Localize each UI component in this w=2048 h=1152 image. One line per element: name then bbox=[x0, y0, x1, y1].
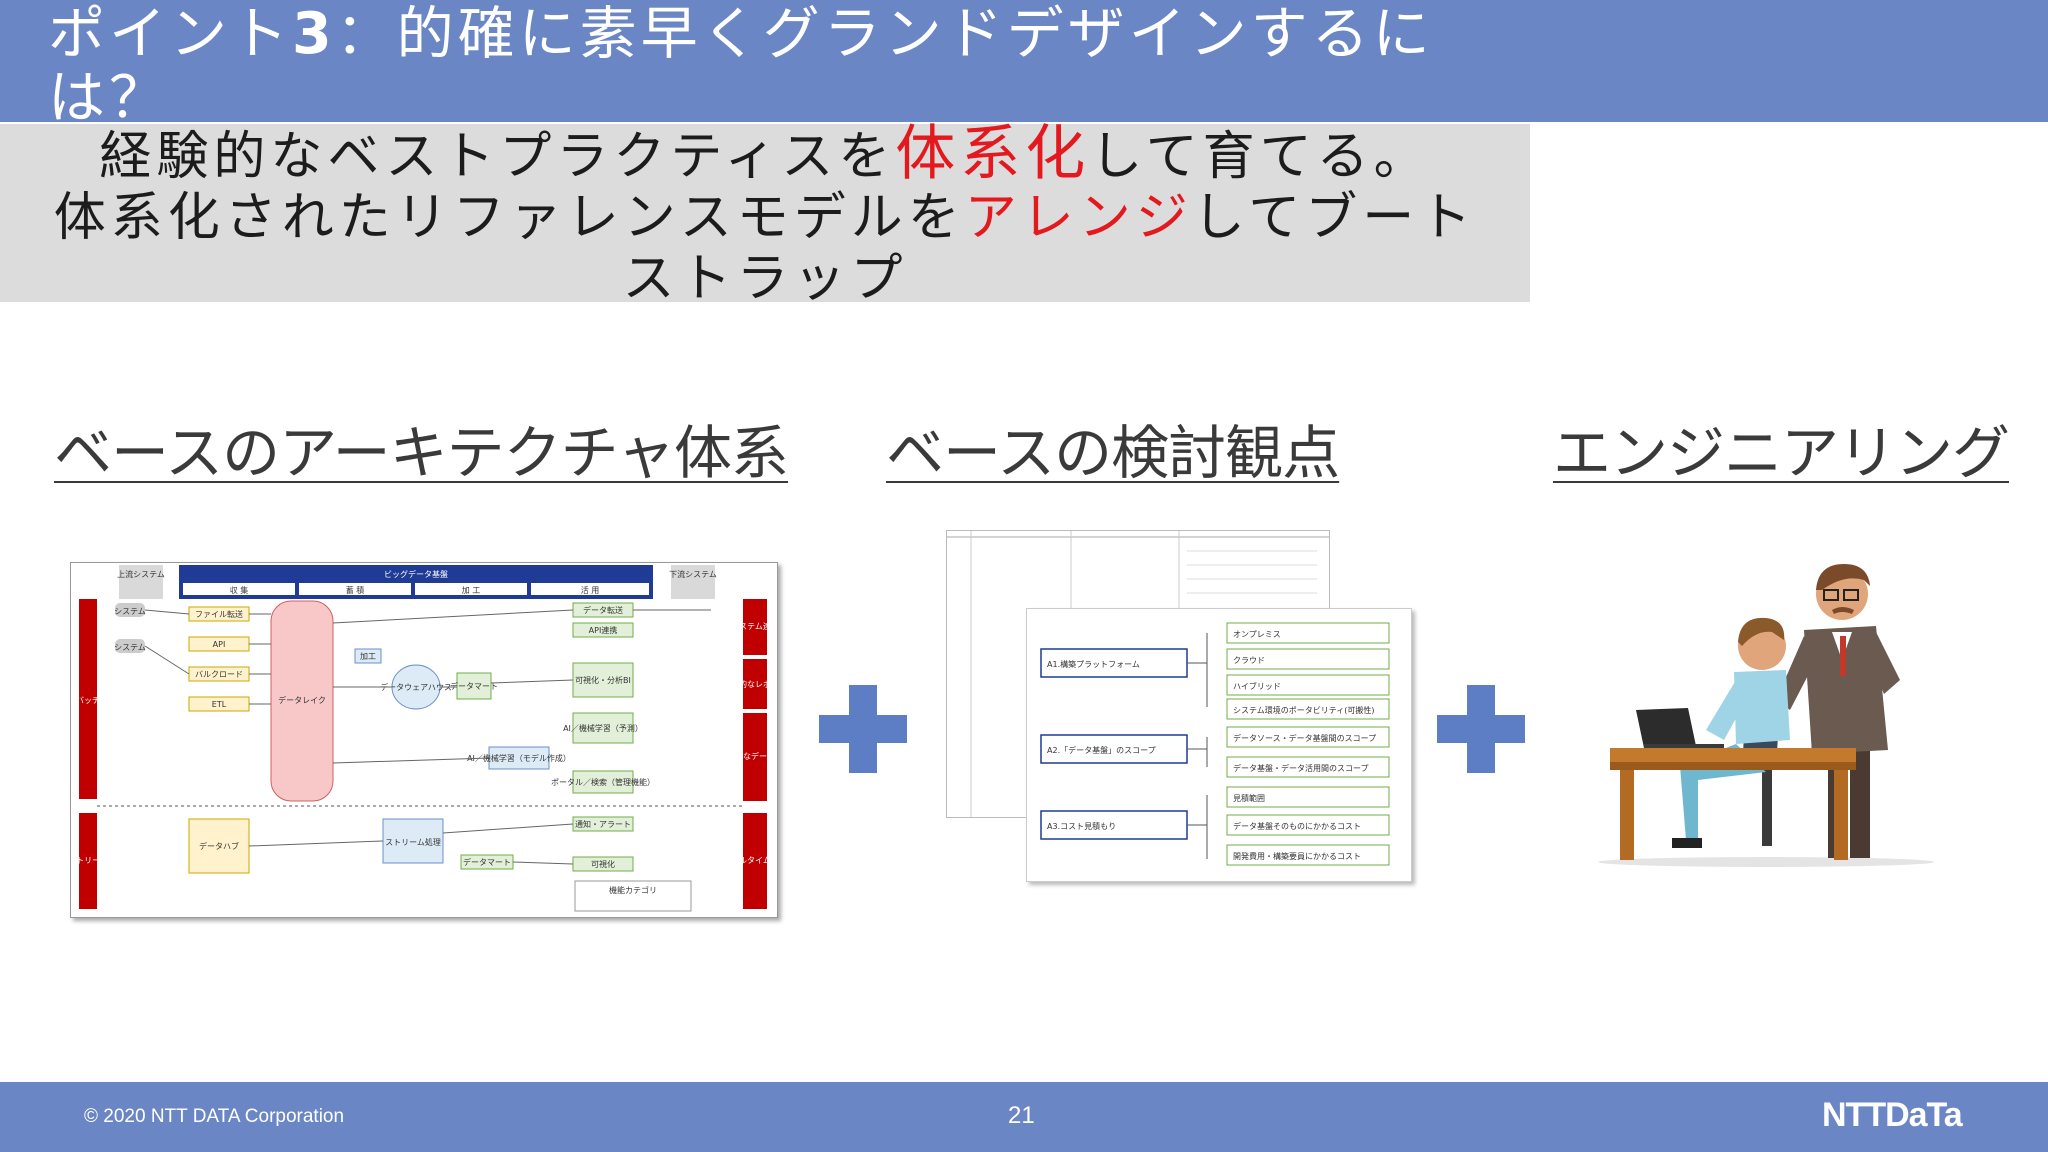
viewpoints-diagram-svg: A1.構築プラットフォーム A2.「データ基盤」のスコープ A3.コスト見積もり… bbox=[1040, 622, 1390, 866]
leaf-3: システム環境のポータビリティ(可搬性) bbox=[1233, 705, 1375, 715]
legend-title: 機能カテゴリ bbox=[609, 885, 657, 895]
output-1: API連携 bbox=[589, 625, 618, 635]
engineers-illustration bbox=[1598, 564, 1934, 867]
leaf-8: 開発費用・構築要員にかかるコスト bbox=[1233, 851, 1361, 861]
label-upstream: 上流システム bbox=[117, 569, 165, 579]
plus-icon-2 bbox=[1437, 685, 1525, 773]
viewpoints-diagram: A1.構築プラットフォーム A2.「データ基盤」のスコープ A3.コスト見積もり… bbox=[1026, 608, 1412, 882]
heading-architecture: ベースのアーキテクチャ体系 bbox=[54, 419, 789, 487]
visualize: 可視化 bbox=[591, 859, 615, 869]
process-box: 加工 bbox=[360, 651, 376, 661]
phase-process: 加 工 bbox=[462, 585, 481, 595]
copyright-text: © 2020 NTT DATA Corporation bbox=[84, 1106, 345, 1127]
right-label-2: 対話的なデータ探索 bbox=[719, 751, 777, 761]
slide-title: ポイント3：的確に素早くグランドデザインするには？ bbox=[48, 1, 1434, 131]
node-1: A2.「データ基盤」のスコープ bbox=[1047, 745, 1156, 755]
key-message-line-2: 体系化されたリファレンスモデルをアレンジしてブートストラップ bbox=[53, 188, 1477, 309]
label-stream: ストリーム bbox=[71, 856, 108, 865]
key-message-line-1: 経験的なベストプラクティスを体系化して育てる。 bbox=[99, 119, 1431, 189]
output-0: データ転送 bbox=[583, 605, 623, 615]
key-message-box: 経験的なベストプラクティスを体系化して育てる。 体系化されたリファレンスモデルを… bbox=[0, 119, 1530, 309]
architecture-diagram: 上流システム ビッグデータ基盤 収 集 蓄 積 加 工 活 用 下流システム バ… bbox=[68, 562, 791, 918]
system-1: システム bbox=[114, 643, 146, 652]
title-bar: ポイント3：的確に素早くグランドデザインするには？ bbox=[0, 0, 2048, 130]
datahub: データハブ bbox=[199, 841, 239, 851]
datalake: データレイク bbox=[278, 695, 326, 705]
footer-bar: © 2020 NTT DATA Corporation 21 NTTDaTa bbox=[0, 1082, 2048, 1152]
stream-mart: データマート bbox=[463, 857, 511, 867]
node-2: A3.コスト見積もり bbox=[1047, 821, 1116, 831]
mart: データマート bbox=[450, 681, 498, 691]
leaf-1: クラウド bbox=[1233, 656, 1265, 665]
leaf-4: データソース・データ基盤間のスコープ bbox=[1233, 733, 1376, 743]
leaf-6: 見積範囲 bbox=[1233, 793, 1265, 803]
right-label-1: 定期的なレポート bbox=[723, 679, 777, 689]
stream-proc: ストリーム処理 bbox=[385, 837, 441, 847]
ai-model: AI／機械学習（モデル作成） bbox=[467, 753, 571, 763]
output-3: AI／機械学習（予測） bbox=[563, 723, 643, 733]
right-label-3: リアルタイム活用 bbox=[723, 855, 777, 865]
highlight-systematize: 体系化 bbox=[895, 119, 1091, 189]
label-platform: ビッグデータ基盤 bbox=[384, 569, 448, 579]
source-0: ファイル転送 bbox=[195, 609, 243, 619]
leaf-7: データ基盤そのものにかかるコスト bbox=[1233, 821, 1361, 831]
notify: 通知・アラート bbox=[575, 819, 631, 829]
nttdata-logo: NTTDaTa bbox=[1822, 1096, 1963, 1134]
right-label-0: システム連携 bbox=[731, 621, 777, 631]
source-1: API bbox=[213, 640, 226, 649]
system-0: システム bbox=[114, 607, 146, 616]
leaf-2: ハイブリッド bbox=[1233, 681, 1281, 691]
node-0: A1.構築プラットフォーム bbox=[1047, 659, 1140, 669]
phase-use: 活 用 bbox=[581, 585, 600, 595]
architecture-diagram-svg: 上流システム ビッグデータ基盤 収 集 蓄 積 加 工 活 用 下流システム バ… bbox=[68, 565, 791, 912]
output-4: ポータル／検索（管理機能） bbox=[551, 777, 655, 787]
page-number: 21 bbox=[1008, 1102, 1035, 1129]
label-batch: バッチ bbox=[76, 696, 100, 705]
label-downstream: 下流システム bbox=[669, 569, 717, 579]
dwh: データウェアハウス bbox=[380, 682, 452, 692]
source-3: ETL bbox=[212, 700, 227, 709]
highlight-arrange: アレンジ bbox=[964, 188, 1193, 248]
source-2: バルクロード bbox=[195, 670, 243, 679]
phase-collect: 収 集 bbox=[230, 585, 249, 595]
phase-store: 蓄 積 bbox=[346, 585, 365, 595]
leaf-5: データ基盤・データ活用間のスコープ bbox=[1233, 763, 1369, 773]
heading-viewpoints: ベースの検討観点 bbox=[886, 419, 1340, 487]
output-2: 可視化・分析BI bbox=[575, 675, 631, 685]
plus-icon-1 bbox=[819, 685, 907, 773]
leaf-0: オンプレミス bbox=[1233, 630, 1281, 639]
heading-engineering: エンジニアリング bbox=[1553, 419, 2010, 487]
